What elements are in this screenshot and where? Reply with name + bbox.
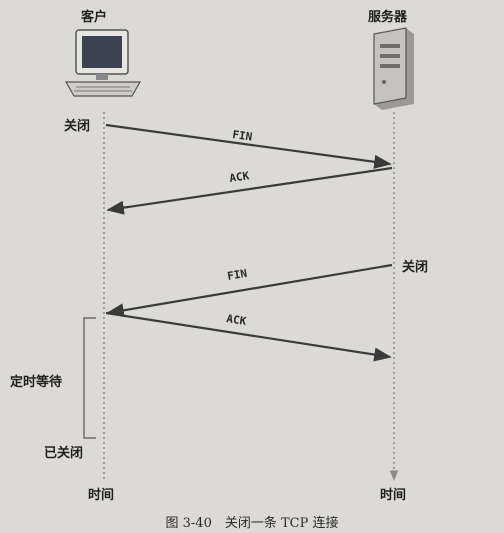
fin-arrow-client: [105, 123, 392, 169]
client-label: 客户: [81, 10, 108, 25]
ack-arrow-server: [106, 166, 393, 215]
client-time-label: 时间: [88, 488, 115, 503]
timed-wait-label: 定时等待: [10, 375, 63, 390]
figure-caption: 图 3-40 关闭一条 TCP 连接: [165, 516, 339, 531]
computer-icon: [64, 29, 142, 97]
msg-ack-2: ACK: [226, 312, 248, 328]
msg-fin-2: FIN: [226, 267, 248, 283]
fin-arrow-server: [106, 263, 393, 318]
server-close-label: 关闭: [402, 260, 429, 275]
timed-wait-bracket: [83, 317, 96, 439]
ack-arrow-client: [105, 311, 392, 362]
msg-fin-1: FIN: [232, 128, 253, 144]
closed-label: 已关闭: [44, 446, 84, 461]
msg-ack-1: ACK: [229, 169, 251, 185]
server-time-label: 时间: [380, 488, 407, 503]
server-icon: [373, 27, 414, 110]
server-label: 服务器: [368, 10, 408, 25]
client-close-label: 关闭: [64, 119, 91, 134]
